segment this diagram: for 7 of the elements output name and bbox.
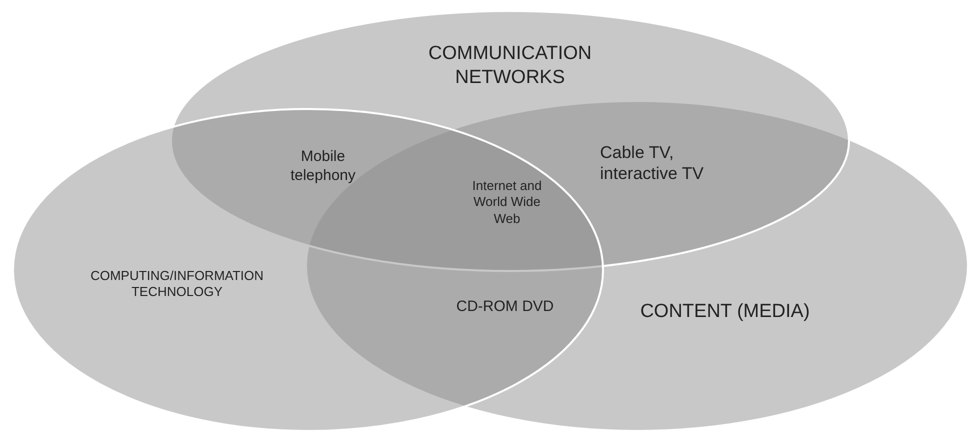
- set-label: COMPUTING/INFORMATION TECHNOLOGY: [89, 268, 265, 300]
- overlap-label: Mobile telephony: [289, 148, 357, 186]
- overlap-label: Cable TV, interactive TV: [600, 142, 705, 184]
- set-label: CONTENT (MEDIA): [639, 300, 811, 324]
- overlap-label: CD-ROM DVD: [455, 298, 555, 317]
- overlap-label: Internet and World Wide Web: [471, 178, 543, 227]
- set-label: COMMUNICATION NETWORKS: [427, 42, 593, 90]
